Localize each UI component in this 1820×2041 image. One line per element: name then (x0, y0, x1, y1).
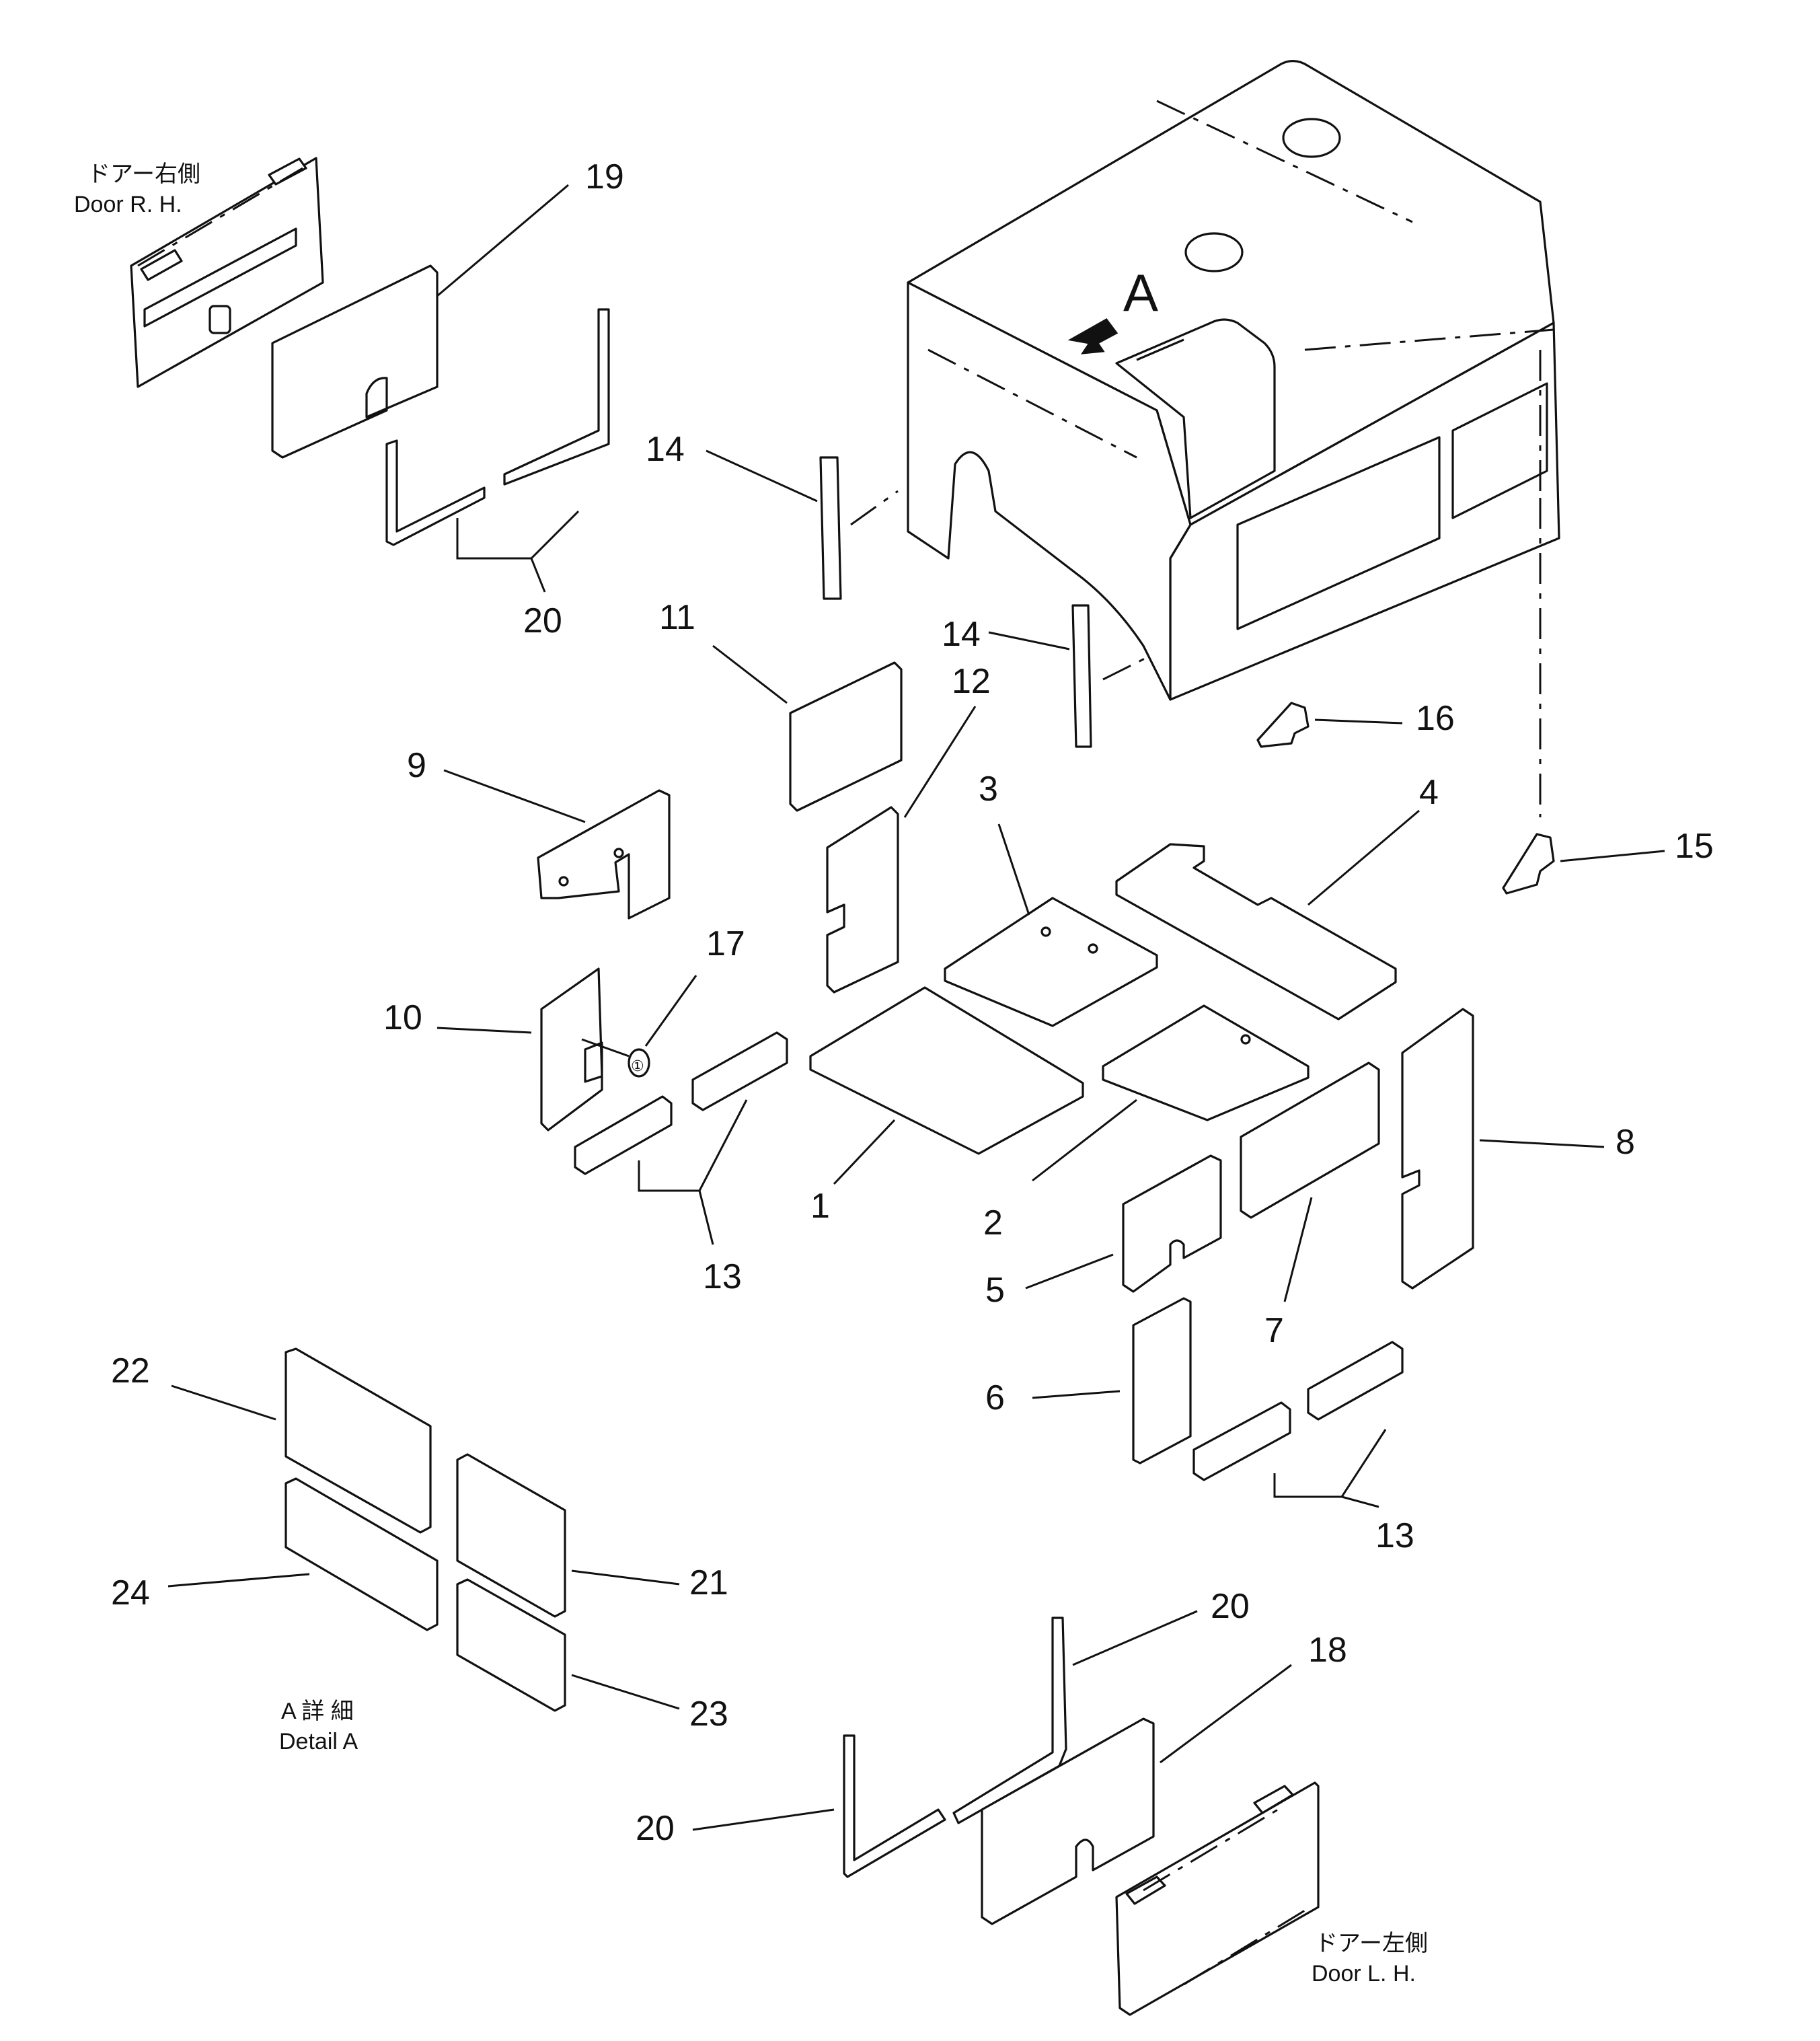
callout-20-lower-left: 20 (636, 1809, 675, 1848)
callout-6: 6 (985, 1378, 1005, 1417)
callout-4: 4 (1419, 773, 1439, 812)
part-15 (1502, 833, 1555, 895)
part-17 (628, 1048, 650, 1078)
part-5 (1122, 1154, 1222, 1293)
part-8 (1401, 1008, 1474, 1290)
callout-17: 17 (706, 924, 745, 963)
part-4 (1115, 843, 1397, 1021)
engine-hood (907, 60, 1560, 701)
part-13-right-b (1192, 1401, 1291, 1481)
part-14-right (1071, 604, 1092, 748)
part-7 (1240, 1062, 1380, 1219)
callout-12: 12 (952, 662, 991, 701)
callout-7: 7 (1264, 1311, 1284, 1350)
callout-3: 3 (979, 770, 998, 809)
part-16 (1256, 702, 1310, 748)
detail-a-jp-caption: A 詳 細 (281, 1699, 354, 1724)
callout-20-upper: 20 (523, 601, 562, 640)
part-3 (944, 897, 1158, 1027)
door-rh-en-caption: Door R. H. (74, 192, 182, 217)
part-18 (981, 1717, 1155, 1925)
part-20-upper-right (503, 308, 610, 486)
callout-16: 16 (1416, 699, 1455, 738)
callout-22: 22 (111, 1351, 150, 1390)
part-20-lower-short (843, 1734, 946, 1878)
callout-8: 8 (1616, 1123, 1635, 1162)
part-12 (826, 806, 899, 994)
part-6 (1132, 1297, 1192, 1464)
door-lh-jp-caption: ドアー左側 (1315, 1931, 1428, 1956)
part-11 (789, 661, 903, 812)
part-13-left-b (574, 1095, 673, 1175)
door-lh-panel (1115, 1781, 1320, 2016)
part-9 (537, 789, 671, 920)
callout-11: 11 (659, 598, 695, 637)
callout-9: 9 (407, 746, 426, 785)
view-letter: A (1123, 263, 1158, 322)
part-20-upper-left (385, 439, 486, 546)
callout-24: 24 (111, 1573, 150, 1612)
view-arrow-icon (1067, 318, 1118, 355)
callout-19: 19 (585, 157, 624, 196)
part-13-right-a (1307, 1341, 1404, 1421)
callout-20-lower-right: 20 (1211, 1587, 1250, 1626)
callout-13-left: 13 (703, 1257, 742, 1296)
callout-17-mark: ① (631, 1057, 644, 1074)
door-lh-en-caption: Door L. H. (1312, 1961, 1416, 1987)
callout-14-left: 14 (646, 430, 685, 469)
callout-15: 15 (1675, 827, 1714, 866)
callout-2: 2 (983, 1203, 1003, 1242)
part-23 (456, 1578, 566, 1712)
part-24 (285, 1477, 439, 1631)
callout-10: 10 (383, 998, 422, 1037)
detail-a-en-caption: Detail A (279, 1729, 358, 1754)
part-1 (809, 986, 1084, 1155)
part-19 (271, 264, 439, 459)
callout-1: 1 (810, 1187, 830, 1226)
part-14-left (819, 456, 842, 600)
part-21 (456, 1453, 566, 1618)
part-22 (285, 1347, 432, 1534)
callout-14-right: 14 (942, 615, 981, 654)
callout-21: 21 (689, 1563, 728, 1602)
callout-13-right: 13 (1375, 1516, 1414, 1555)
part-2 (1102, 1004, 1310, 1121)
door-rh-jp-caption: ドアー右側 (87, 161, 200, 187)
part-10 (540, 967, 603, 1131)
part-13-left-a (691, 1031, 788, 1111)
door-rh-panel (130, 157, 324, 388)
callout-5: 5 (985, 1271, 1005, 1310)
callout-23: 23 (689, 1695, 728, 1734)
callout-18: 18 (1308, 1631, 1347, 1670)
